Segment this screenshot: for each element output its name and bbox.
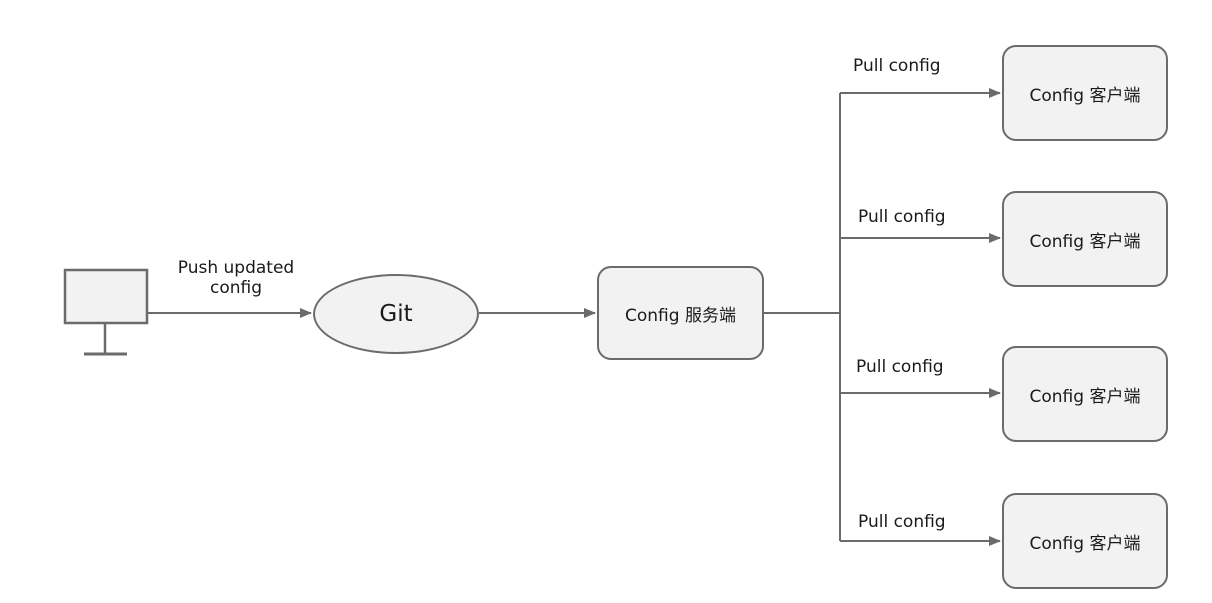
config-server-node: Config 服务端 [597,266,764,360]
push-updated-config-label: Push updated config [160,258,312,298]
config-server-label: Config 服务端 [625,305,736,326]
config-client-label: Config 客户端 [1029,386,1141,407]
config-client-label: Config 客户端 [1029,231,1141,252]
monitor-icon [63,268,149,356]
config-client-node-2: Config 客户端 [1002,191,1168,287]
config-client-node-4: Config 客户端 [1002,493,1168,589]
push-label-line1: Push updated [177,258,295,278]
config-client-label: Config 客户端 [1029,85,1141,106]
config-client-label: Config 客户端 [1029,533,1141,554]
pull-config-label-2: Pull config [858,207,946,227]
git-node: Git [313,274,479,354]
pull-config-label-3: Pull config [856,357,944,377]
push-label-line2: config [209,278,263,298]
pull-config-label-1: Pull config [853,56,941,76]
config-client-node-3: Config 客户端 [1002,346,1168,442]
pull-config-label-4: Pull config [858,512,946,532]
git-node-label: Git [379,301,413,327]
config-client-node-1: Config 客户端 [1002,45,1168,141]
